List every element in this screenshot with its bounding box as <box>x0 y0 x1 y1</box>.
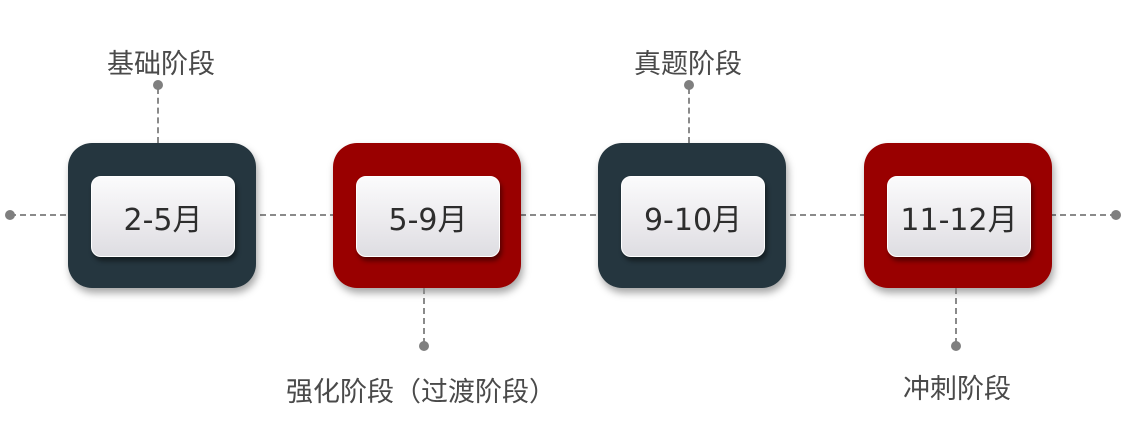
timeline-start-dot <box>5 210 15 220</box>
stage-label-3: 真题阶段 <box>634 49 742 80</box>
stage-connector-1 <box>157 88 159 143</box>
stage-connector-dot-1 <box>153 80 163 90</box>
stage-connector-dot-4 <box>951 341 961 351</box>
stage-box-4: 11-12月 <box>864 143 1052 288</box>
stage-label-1: 基础阶段 <box>107 49 215 80</box>
stage-label-4: 冲刺阶段 <box>903 374 1011 405</box>
stage-range-2: 5-9月 <box>356 176 500 257</box>
stage-label-2: 强化阶段（过渡阶段） <box>286 377 556 408</box>
stage-box-1: 2-5月 <box>68 143 256 288</box>
stage-connector-dot-3 <box>684 80 694 90</box>
stage-connector-dot-2 <box>419 341 429 351</box>
stage-box-3: 9-10月 <box>598 143 786 288</box>
stage-range-3: 9-10月 <box>621 176 765 257</box>
stage-box-2: 5-9月 <box>333 143 521 288</box>
stage-connector-3 <box>688 88 690 143</box>
timeline-end-dot <box>1111 210 1121 220</box>
stage-connector-4 <box>955 288 957 344</box>
stage-connector-2 <box>423 288 425 344</box>
stage-range-1: 2-5月 <box>91 176 235 257</box>
timeline-line <box>10 214 1116 216</box>
stage-range-4: 11-12月 <box>887 176 1031 257</box>
